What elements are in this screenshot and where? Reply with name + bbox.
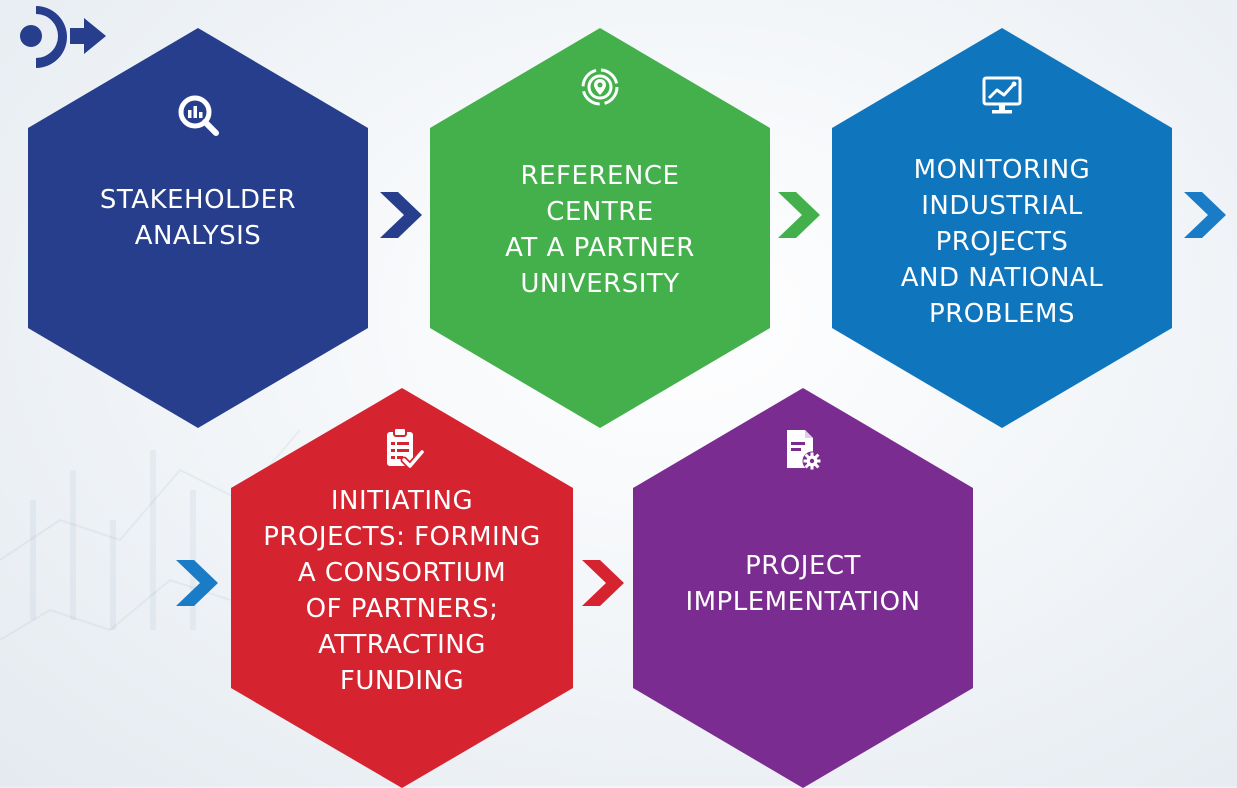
step-label: STAKEHOLDER ANALYSIS [99,185,297,251]
chevron-right-icon [176,560,218,606]
chevron-right-icon [582,560,624,606]
step-label: PROJECT IMPLEMENTATION [685,551,921,617]
step-label: MONITORING INDUSTRIAL PROJECTS AND NATIO… [900,155,1104,329]
monitor-chart-icon [832,74,1172,116]
step-project-implementation: PROJECT IMPLEMENTATION [633,388,973,788]
location-target-icon [430,66,770,108]
chevron-right-icon [1184,192,1226,238]
magnifier-chart-icon [28,92,368,138]
brand-logo-icon [20,6,106,68]
document-gear-icon [633,428,973,474]
step-label: INITIATING PROJECTS: FORMING A CONSORTIU… [263,486,541,696]
chevron-right-icon [778,192,820,238]
step-label: REFERENCE CENTRE AT A PARTNER UNIVERSITY [505,161,695,299]
clipboard-check-icon [231,426,573,470]
chevron-right-icon [380,192,422,238]
